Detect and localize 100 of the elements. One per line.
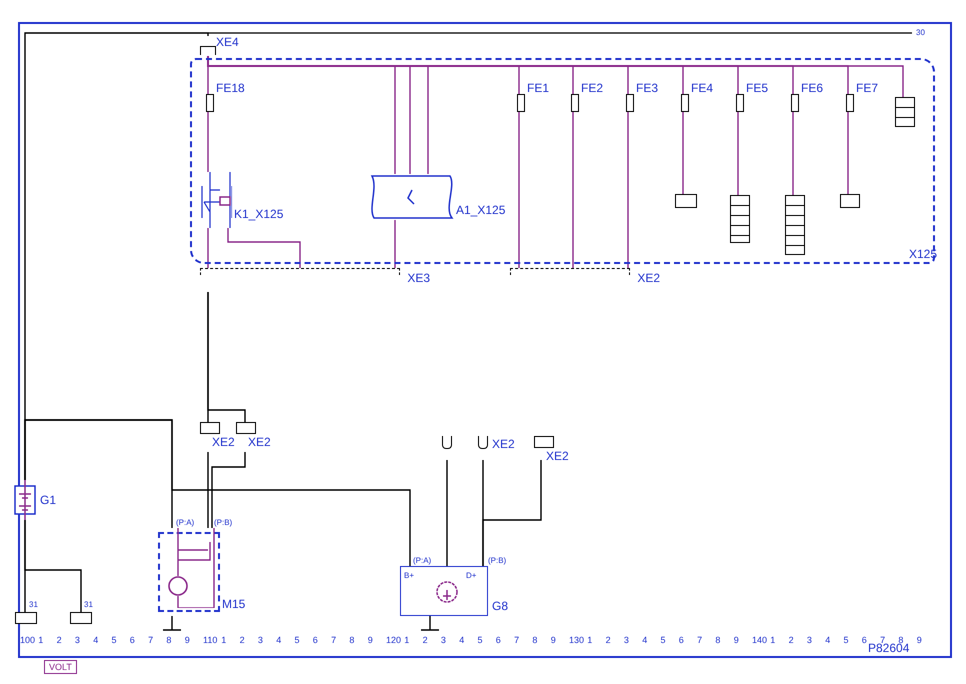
grid-number: 5 (844, 634, 849, 646)
connector-block (895, 97, 915, 127)
wire (394, 220, 396, 268)
connector-block (785, 195, 805, 255)
connector-label: XE2 (546, 450, 569, 462)
connector-label: XE2 (212, 436, 235, 448)
pin-label: (P:B) (488, 555, 506, 567)
wire (24, 520, 82, 612)
pin-label: D+ (466, 570, 476, 582)
grid-number: 4 (459, 634, 464, 646)
grid-number: 7 (880, 634, 886, 645)
grid-number: 130 (569, 634, 584, 646)
connector-block (730, 195, 750, 243)
wire (446, 460, 448, 566)
fuse-label: FE2 (581, 82, 604, 94)
fuse-label: FE4 (691, 82, 714, 94)
grid-number: 4 (93, 634, 98, 646)
grid-number: 9 (184, 634, 190, 646)
grid-number: 110 (203, 634, 218, 646)
grid-number: 7 (514, 634, 520, 646)
connector-label: XE2 (248, 436, 271, 448)
pin-number: 31 (29, 599, 38, 611)
grid-number: 6 (862, 634, 867, 646)
grid-number: 5 (660, 634, 666, 646)
component-label: K1_X125 (234, 208, 284, 220)
grid-number: 2 (606, 634, 611, 646)
grid-number: 7 (148, 634, 154, 646)
wire (24, 419, 411, 566)
wire (847, 112, 849, 194)
grid-number: 4 (642, 634, 648, 646)
grid-number: 2 (56, 634, 62, 646)
grid-number: 120 (386, 634, 402, 646)
fuse-box-outline (190, 58, 935, 264)
component-label: G1 (40, 494, 56, 506)
component-label: A1_X125 (456, 204, 506, 216)
pin-label: B+ (404, 570, 414, 582)
wire (792, 112, 794, 195)
grid-number: 1 (770, 634, 776, 646)
component-label: M15 (222, 598, 246, 610)
fuse-label: FE5 (746, 82, 768, 94)
grid-number: 9 (550, 634, 556, 646)
grid-number: 6 (312, 634, 318, 646)
wire (518, 112, 520, 268)
grid-number: 5 (294, 634, 300, 646)
wire (627, 112, 629, 268)
grid-number: 7 (697, 634, 702, 646)
grid-number: 1 (404, 634, 410, 646)
wire (207, 452, 209, 528)
grid-number: 8 (898, 634, 904, 645)
wire (737, 112, 739, 195)
fuse-label: FE1 (527, 82, 550, 94)
grid-number: 4 (276, 634, 282, 646)
voltage-tag: VOLT (44, 660, 77, 674)
connector-label: XE4 (216, 36, 239, 48)
grid-number: 2 (240, 634, 245, 646)
wire (482, 460, 542, 566)
grid-number: 7 (331, 634, 336, 646)
wire (207, 112, 209, 172)
fuse-label: FE18 (216, 82, 245, 94)
grid-number: 100 (20, 634, 36, 646)
grid-number: 6 (130, 634, 135, 646)
grid-number: 1 (587, 634, 592, 646)
wire (211, 452, 246, 528)
grid-number: 3 (624, 634, 629, 646)
pin-label: (P:A) (176, 517, 194, 529)
connector-label: XE3 (407, 272, 430, 284)
connector-label: XE2 (637, 272, 660, 284)
pin-number: 31 (84, 599, 93, 611)
grid-number: 9 (916, 634, 922, 646)
grid-number: 3 (806, 634, 812, 646)
grid-number: 8 (532, 634, 538, 646)
wire (572, 112, 574, 268)
connector-box (70, 612, 92, 624)
grid-number: 5 (112, 634, 117, 646)
grid-number: 8 (166, 634, 172, 646)
grid-number: 5 (478, 634, 483, 646)
grid-number: 6 (678, 634, 684, 646)
connector-box (15, 612, 37, 624)
grid-number: 9 (734, 634, 739, 646)
pin-label: (P:B) (214, 517, 232, 529)
drawing-number: P82604 (868, 642, 910, 654)
wire (207, 292, 246, 422)
grid-number: 8 (349, 634, 354, 646)
grid-number: 8 (715, 634, 720, 646)
grid-number: 1 (221, 634, 226, 646)
component-label: X125 (908, 248, 937, 260)
grid-number: 3 (74, 634, 80, 646)
wire (227, 228, 301, 268)
fuse-label: FE7 (856, 82, 878, 94)
grid-number: 4 (825, 634, 830, 646)
connector-box (840, 194, 860, 208)
grid-number: 1 (38, 634, 44, 646)
connector-box (675, 194, 697, 208)
terminal-number: 30 (916, 27, 925, 39)
fuse-label: FE6 (801, 82, 824, 94)
component-label: G8 (492, 600, 508, 612)
grid-number: 3 (258, 634, 263, 646)
grid-number: 2 (422, 634, 428, 646)
pin-label: (P:A) (413, 555, 432, 567)
grid-number: 9 (368, 634, 373, 646)
